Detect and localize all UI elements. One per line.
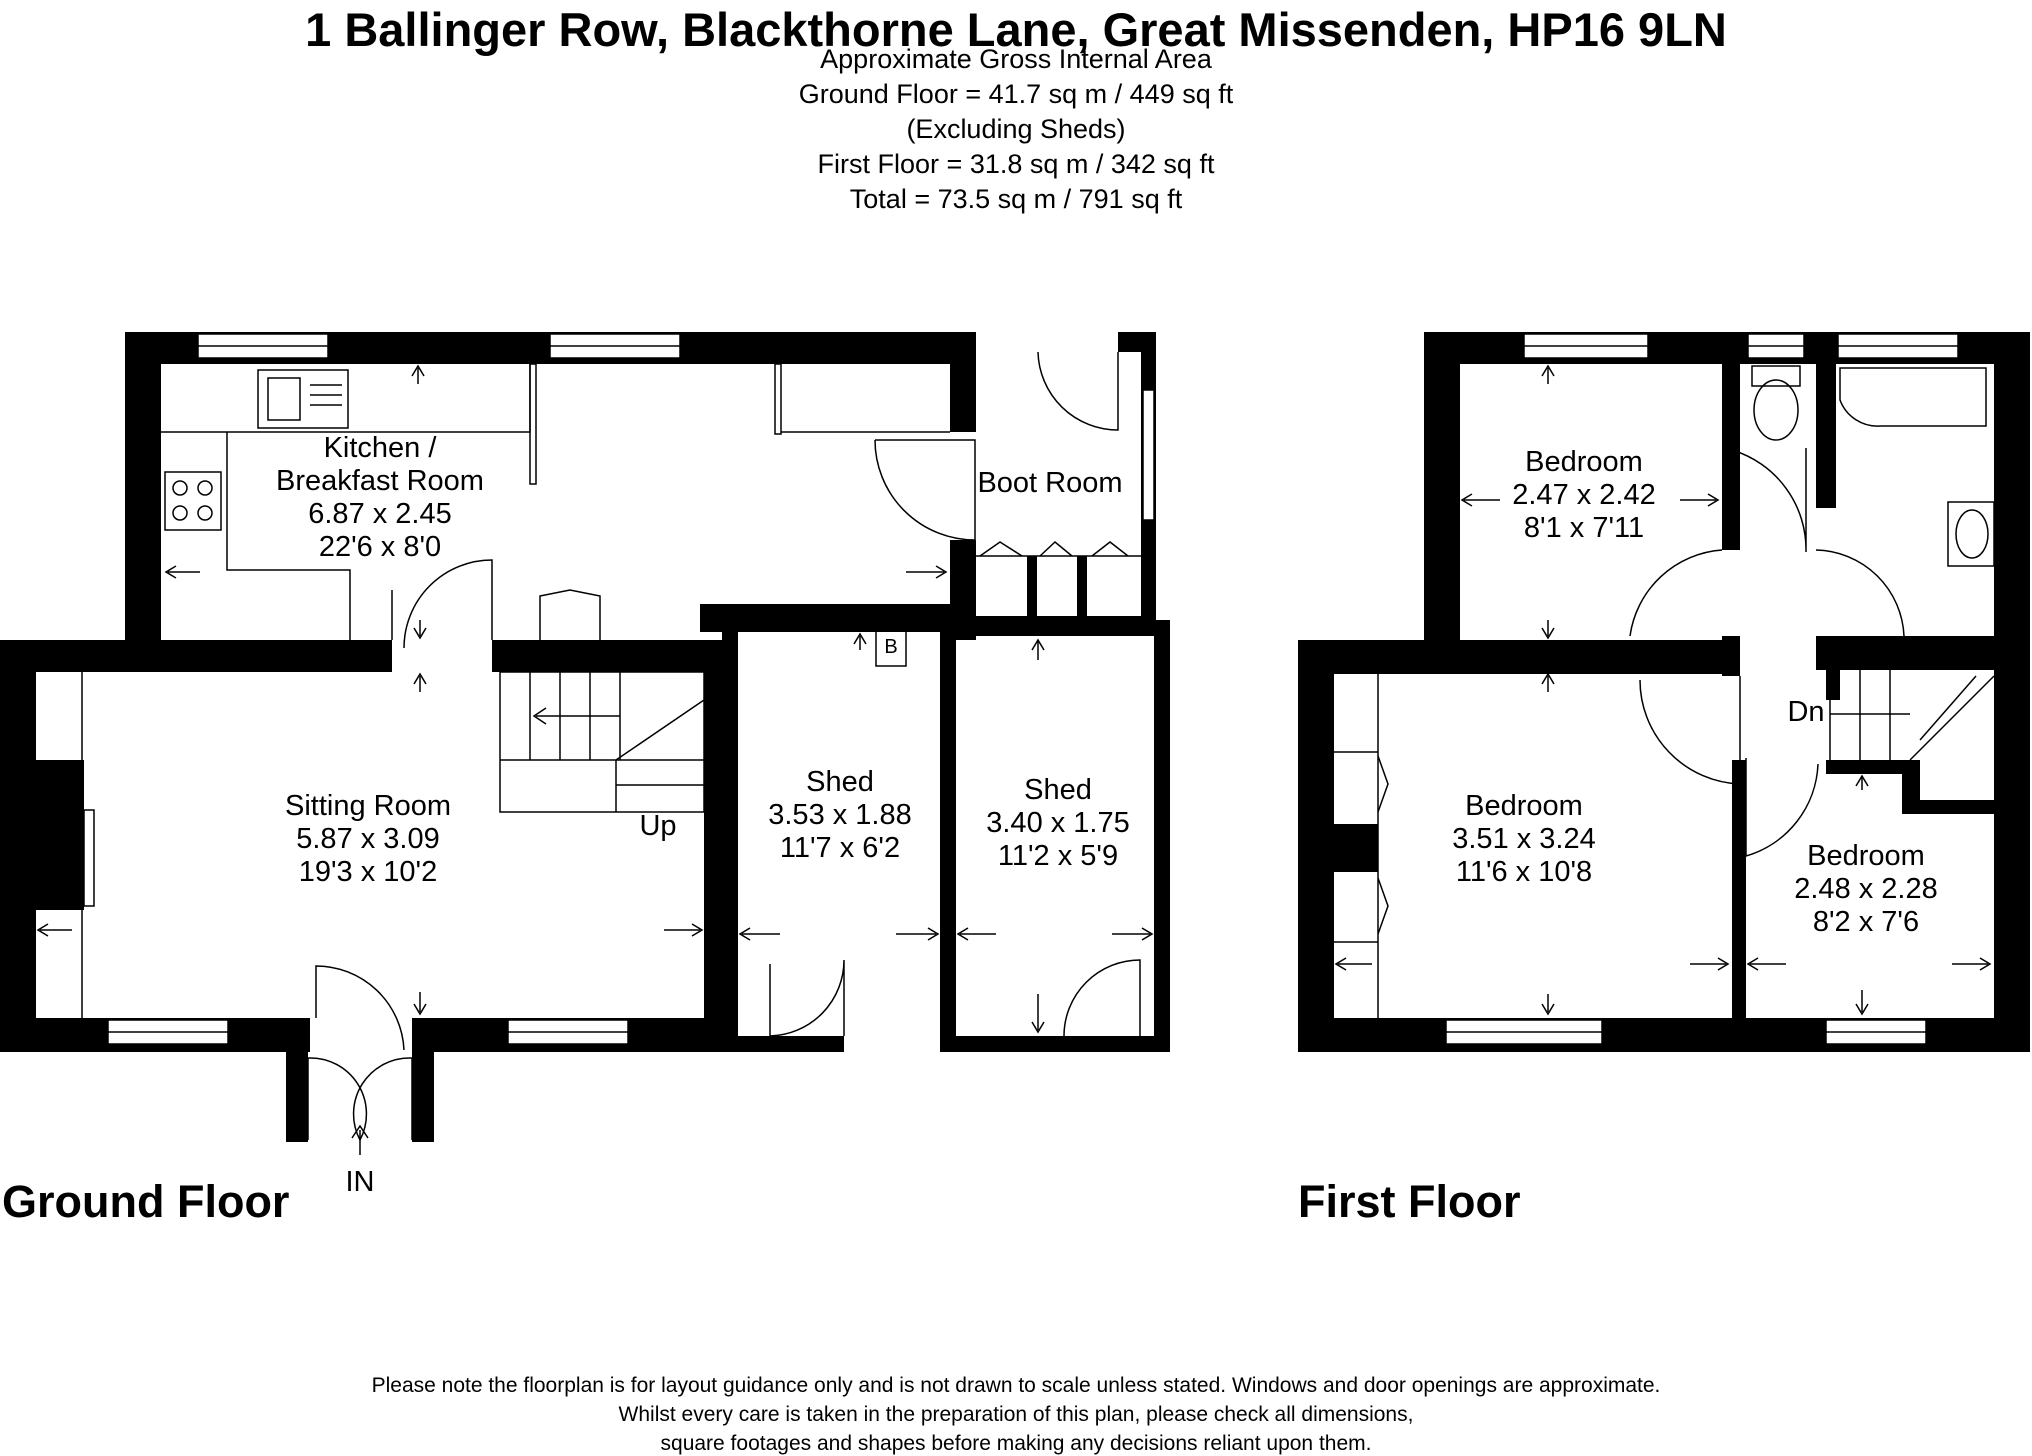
total-area: Total = 73.5 sq m / 791 sq ft bbox=[849, 184, 1183, 214]
porch-west-wall bbox=[286, 1052, 308, 1142]
sitting-west-wall bbox=[0, 640, 36, 1052]
stairs-down-label: Dn bbox=[1787, 696, 1825, 728]
ff-bedroom1-metric: 2.47 x 2.42 bbox=[1512, 479, 1656, 511]
ff-bedroom1-imperial: 8'1 x 7'11 bbox=[1523, 512, 1645, 544]
shed-divider-wall bbox=[940, 632, 956, 1052]
shed2-metric: 3.40 x 1.75 bbox=[986, 807, 1130, 839]
shed1-label: Shed 3.53 x 1.88 11'7 x 6'2 bbox=[750, 766, 930, 865]
sitting-room-metric: 5.87 x 3.09 bbox=[296, 823, 440, 855]
boiler-label: B bbox=[884, 636, 898, 658]
boiler-box bbox=[875, 627, 907, 667]
ff-east-wall bbox=[1994, 332, 2030, 1052]
ff-bedroom3-label: Bedroom 2.48 x 2.28 8'2 x 7'6 bbox=[1776, 840, 1956, 939]
ff-bedroom2-imperial: 11'6 x 10'8 bbox=[1455, 856, 1593, 888]
bath-icon bbox=[1839, 367, 1987, 427]
sitting-north-wall-right bbox=[492, 640, 722, 672]
ground-floor-area: Ground Floor = 41.7 sq m / 449 sq ft bbox=[798, 79, 1234, 109]
first-floor-label: First Floor bbox=[1298, 1176, 1521, 1227]
boot-room-label: Boot Room bbox=[960, 467, 1140, 500]
sink-icon bbox=[257, 369, 349, 429]
first-floor-area: First Floor = 31.8 sq m / 342 sq ft bbox=[817, 149, 1215, 179]
plan-title: 1 Ballinger Row, Blackthorne Lane, Great… bbox=[305, 3, 1727, 56]
kitchen-name-1: Kitchen / bbox=[323, 432, 437, 464]
kitchen-metric: 6.87 x 2.45 bbox=[308, 498, 452, 530]
boot-room-west-wall bbox=[950, 332, 976, 432]
ff-bedroom3-imperial: 8'2 x 7'6 bbox=[1812, 906, 1920, 938]
kitchen-imperial: 22'6 x 8'0 bbox=[318, 531, 442, 563]
boot-room-window bbox=[1142, 389, 1155, 521]
ff-bedroom1-name: Bedroom bbox=[1525, 446, 1643, 478]
sitting-room-name: Sitting Room bbox=[284, 790, 451, 822]
stairs-up-label: Up bbox=[639, 810, 677, 842]
ff-bedroom3-metric: 2.48 x 2.28 bbox=[1794, 873, 1938, 905]
shed1-name: Shed bbox=[806, 766, 874, 798]
ground-floor-plan bbox=[0, 332, 1170, 1155]
ff-bedroom2-metric: 3.51 x 3.24 bbox=[1452, 823, 1596, 855]
shed-north-wall bbox=[700, 604, 976, 632]
first-floor-plan bbox=[1298, 332, 2030, 1052]
entrance-label: IN bbox=[345, 1166, 375, 1198]
sitting-room-imperial: 19'3 x 10'2 bbox=[298, 856, 438, 888]
kitchen-label: Kitchen / Breakfast Room 6.87 x 2.45 22'… bbox=[265, 432, 495, 564]
sitting-north-wall-left bbox=[0, 640, 392, 672]
boot-room-name: Boot Room bbox=[977, 467, 1123, 499]
area-heading: Approximate Gross Internal Area bbox=[820, 44, 1212, 74]
disclaimer-line-3: square footages and shapes before making… bbox=[660, 1432, 1372, 1455]
kitchen-west-wall bbox=[125, 332, 161, 640]
disclaimer-line-2: Whilst every care is taken in the prepar… bbox=[618, 1403, 1414, 1426]
basin-icon bbox=[1947, 501, 1995, 567]
ff-west-wall bbox=[1298, 640, 1334, 1052]
ff-bedroom1-label: Bedroom 2.47 x 2.42 8'1 x 7'11 bbox=[1494, 446, 1674, 545]
fireplace bbox=[36, 760, 84, 910]
ff-bedroom3-name: Bedroom bbox=[1807, 840, 1925, 872]
shed2-imperial: 11'2 x 5'9 bbox=[997, 840, 1119, 872]
toilet-icon bbox=[1751, 365, 1801, 387]
ground-floor-label: Ground Floor bbox=[2, 1176, 290, 1227]
kitchen-name-2: Breakfast Room bbox=[276, 465, 484, 497]
ff-bedroom1-west-wall bbox=[1424, 332, 1460, 664]
ff-bedroom2-label: Bedroom 3.51 x 3.24 11'6 x 10'8 bbox=[1434, 790, 1614, 889]
shed2-label: Shed 3.40 x 1.75 11'2 x 5'9 bbox=[968, 774, 1148, 873]
hob-icon bbox=[164, 471, 222, 531]
disclaimer-line-1: Please note the floorplan is for layout … bbox=[371, 1374, 1661, 1397]
porch-east-wall bbox=[412, 1052, 434, 1142]
shed1-imperial: 11'7 x 6'2 bbox=[779, 832, 901, 864]
ff-bedroom2-name: Bedroom bbox=[1465, 790, 1583, 822]
shed1-metric: 3.53 x 1.88 bbox=[768, 799, 912, 831]
shed2-name: Shed bbox=[1024, 774, 1092, 806]
sitting-room-label: Sitting Room 5.87 x 3.09 19'3 x 10'2 bbox=[248, 790, 488, 889]
excluding-note: (Excluding Sheds) bbox=[906, 114, 1126, 144]
